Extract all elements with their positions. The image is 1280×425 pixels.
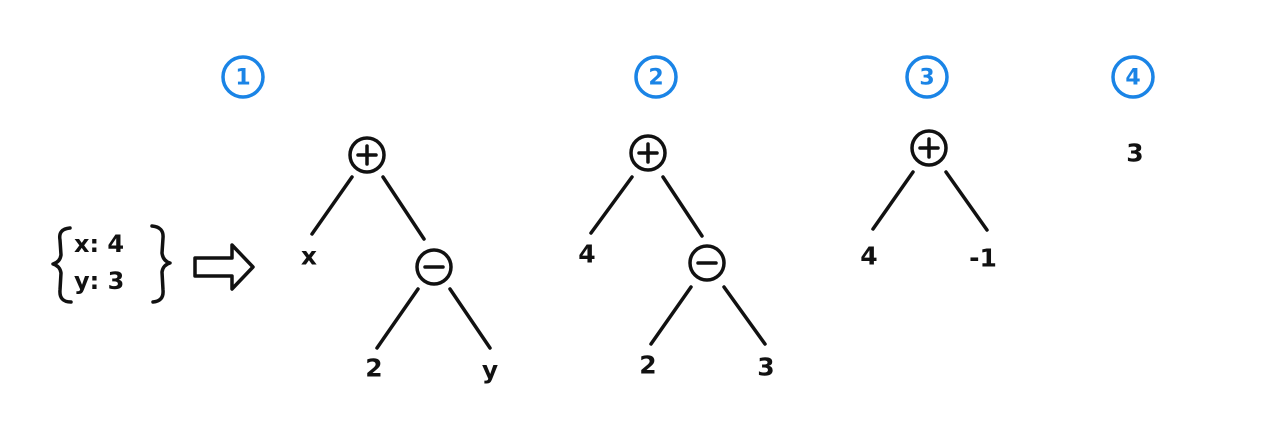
step-number: 4 — [1125, 66, 1140, 91]
step-badge-4: 4 — [1111, 55, 1155, 99]
tree-edge — [871, 170, 915, 231]
leaf-value: y — [482, 356, 498, 385]
leaf-value: x — [301, 242, 317, 271]
tree-edge — [944, 170, 989, 232]
leaf-value: 2 — [639, 351, 656, 380]
left-curly-brace — [51, 226, 73, 304]
tree-edge — [722, 285, 767, 346]
tree-edge — [448, 287, 492, 350]
step-circle — [905, 55, 949, 99]
step-badge-3: 3 — [905, 55, 949, 99]
leaf-value: 2 — [365, 354, 382, 383]
step-badge-2: 2 — [634, 55, 678, 99]
binding-x: x: 4 — [74, 230, 124, 258]
step-circle — [1111, 55, 1155, 99]
step-number: 1 — [235, 66, 250, 91]
plus-node — [348, 136, 386, 174]
tree-edge — [310, 175, 354, 236]
result-value: 3 — [1126, 139, 1143, 168]
plus-node — [910, 129, 948, 167]
leaf-value: 3 — [757, 353, 774, 382]
expression-tree-1: x 2 y — [301, 136, 498, 385]
step-number: 3 — [919, 66, 934, 91]
tree-edge — [375, 287, 420, 350]
leaf-value: 4 — [578, 240, 595, 269]
right-curly-brace — [150, 224, 172, 304]
environment-bindings: x: 4 y: 3 — [51, 224, 172, 304]
arrow-right-icon — [193, 243, 255, 291]
step-badge-1: 1 — [221, 55, 265, 99]
expression-tree-3: 4 -1 — [860, 129, 997, 273]
tree-edge — [661, 175, 704, 238]
minus-node — [688, 244, 726, 282]
plus-node — [629, 134, 667, 172]
tree-edge — [649, 285, 693, 346]
leaf-value: 4 — [860, 242, 877, 271]
tree-edge — [381, 175, 426, 241]
leaf-value: -1 — [969, 244, 997, 273]
binding-y: y: 3 — [74, 267, 124, 295]
step-number: 2 — [648, 66, 663, 91]
expression-tree-2: 4 2 3 — [578, 134, 775, 382]
minus-node — [415, 248, 453, 286]
step-circle — [634, 55, 678, 99]
step-circle — [221, 55, 265, 99]
tree-edge — [589, 175, 634, 235]
